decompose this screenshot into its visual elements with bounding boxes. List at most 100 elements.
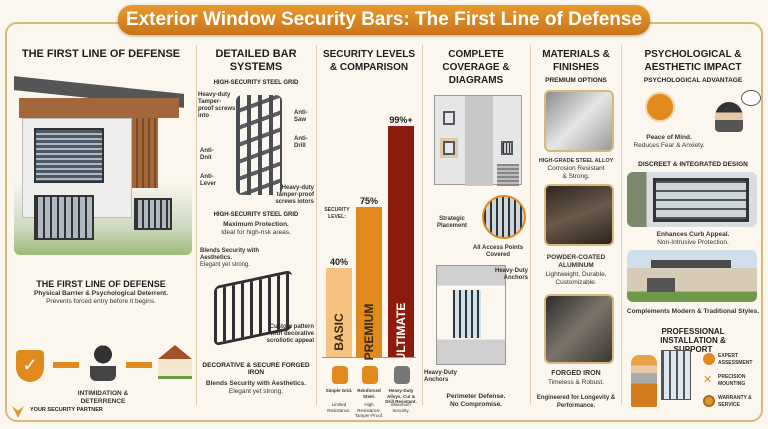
- brand-name: YOUR SECURITY PARTNER: [30, 407, 103, 413]
- panel-coverage: COMPLETE COVERAGE & DIAGRAMS Strategic P…: [424, 40, 528, 408]
- steel-grid-illustration: [236, 95, 282, 195]
- arrow-right-icon: [53, 362, 79, 368]
- section-title: PROFESSIONAL INSTALLATION & SUPPORT: [660, 327, 726, 354]
- steel-alloy-swatch: [544, 90, 614, 152]
- discreet-window-photo: [627, 172, 757, 227]
- level-desc-bold: Simple Grid.: [325, 388, 353, 393]
- panel-materials: MATERIALS & FINISHES PREMIUM OPTIONS HIG…: [532, 40, 620, 409]
- brain-icon: [645, 92, 675, 122]
- panel-heading: DETAILED BAR SYSTEMS: [215, 48, 297, 73]
- section-title: THE FIRST LINE OF DEFENSE: [36, 279, 166, 289]
- caption-bold: Enhances Curb Appeal.: [656, 231, 730, 238]
- callout: Anti-Drill: [294, 136, 308, 149]
- caption-bold: Complements Modern & Traditional Styles.: [626, 308, 760, 315]
- bar-name: ULTIMATE: [394, 302, 408, 362]
- panel-heading: COMPLETE COVERAGE & DIAGRAMS: [442, 49, 510, 86]
- level-desc: High Resistance. Tamper-Proof.: [354, 402, 384, 418]
- panel-heading: THE FIRST LINE OF DEFENSE: [21, 48, 181, 60]
- callout: Heavy-Duty Anchors: [494, 268, 528, 281]
- house-illustration: [14, 70, 192, 255]
- padlock-icon: [362, 366, 378, 384]
- footer-note: Engineered for Longevity & Performance.: [536, 395, 616, 409]
- callout: Elegant yet strong.: [200, 262, 251, 268]
- callout: Strategic Placement: [436, 216, 467, 229]
- material-desc: Timeless & Robust.: [547, 379, 605, 386]
- callout: Blends Security with Aesthetics.: [200, 248, 260, 261]
- bar-value-label: 75%: [359, 196, 378, 206]
- divider: [316, 45, 317, 405]
- flow-label: INTIMIDATION & DETERRENCE: [77, 390, 129, 405]
- panel-heading: MATERIALS & FINISHES: [542, 49, 610, 73]
- panel-security-levels: SECURITY LEVELS & COMPARISON BASIC 40% Sim…: [318, 40, 420, 418]
- level-desc-bold: Reinforced Steel.: [357, 388, 381, 399]
- callout: All Access Points Covered: [472, 245, 524, 258]
- forged-iron-swatch: [544, 294, 614, 364]
- aluminum-swatch: [544, 184, 614, 246]
- warranty-badge-icon: [703, 395, 715, 407]
- tools-icon: ✕: [703, 374, 713, 386]
- material-title: POWDER-COATED ALUMINUM: [546, 254, 606, 269]
- safe-icon: [394, 366, 410, 384]
- security-bar-basic: BASIC: [326, 268, 352, 357]
- section-title: DISCREET & INTEGRATED DESIGN: [638, 161, 748, 168]
- caption-bold: Perimeter Defense.: [446, 393, 506, 400]
- service-label: PRECISION MOUNTING: [718, 374, 746, 387]
- material-desc: Lightweight, Durable, Customizable.: [545, 271, 607, 286]
- caption-title: HIGH-SECURITY STEEL GRID: [213, 212, 299, 218]
- callout: Custom pattern with decorative scrolloti…: [266, 324, 314, 344]
- callout: Heavy-duty Tamper-proof screws into: [198, 92, 236, 119]
- shield-check-icon: ✓: [16, 350, 44, 382]
- security-bar-chart: BASIC 40% Simple Grid. Limited Resistance. P…: [322, 90, 417, 418]
- burglar-icon: [715, 102, 743, 132]
- bar-value-label: 99%+: [389, 115, 413, 125]
- material-desc: Corrosion Resistant & Strong.: [547, 165, 605, 180]
- panel-bar-systems: DETAILED BAR SYSTEMS HIGH-SECURITY STEEL…: [198, 40, 314, 405]
- caption: Non-Intrusive Protection.: [657, 239, 729, 246]
- panel-first-line: THE FIRST LINE OF DEFENSE THE FIRST LINE…: [8, 40, 194, 418]
- security-bar-ultimate: ULTIMATE: [388, 126, 414, 361]
- caption: Reduces Fear & Anxiety.: [633, 142, 705, 149]
- section-title: PSYCHOLOGICAL ADVANTAGE: [643, 77, 743, 84]
- bar-value-label: 40%: [329, 257, 348, 267]
- window-anchor-diagram: [436, 265, 506, 365]
- callout: Heavy-Duty Anchors: [424, 370, 458, 383]
- installer-icon: [631, 355, 657, 407]
- bars-icon: [661, 350, 691, 400]
- divider: [422, 45, 423, 405]
- panel-heading: PSYCHOLOGICAL & AESTHETIC IMPACT: [644, 49, 742, 73]
- house-styles-photo: [627, 250, 757, 302]
- divider: [621, 45, 622, 405]
- bar-name: BASIC: [332, 313, 346, 351]
- caption-bold: No Compromise.: [449, 401, 502, 408]
- service-label: EXPERT ASSESSMENT: [718, 353, 753, 366]
- level-desc-bold: Heavy-Duty Alloys. Cut & Drill Resistant…: [385, 388, 417, 404]
- house-icon: [158, 345, 192, 379]
- callout: Anti-Lever: [200, 174, 217, 187]
- page-title: Exterior Window Security Bars: The First…: [118, 5, 650, 35]
- caption-title: DECORATIVE & SECURE FORGED IRON: [202, 362, 310, 376]
- caption: Ideal for high-risk areas.: [221, 229, 291, 236]
- panel-impact: PSYCHOLOGICAL & AESTHETIC IMPACT PSYCHOL…: [623, 40, 763, 408]
- callout: Heavy-duty tamper-proof screws iotors: [275, 185, 314, 205]
- caption-bold: Maximum Protection.: [223, 221, 289, 228]
- caption-bold: Peace of Mind.: [646, 134, 692, 141]
- material-title: FORGED IRON: [551, 370, 601, 377]
- burglar-icon: [90, 343, 116, 381]
- level-desc: Limited Resistance.: [327, 402, 351, 413]
- level-desc: Maximum Security.: [391, 402, 411, 413]
- caption-bold: Physical Barrier & Psychological Deterre…: [33, 290, 169, 297]
- security-bar-premium: PREMIUM: [356, 207, 382, 360]
- arrow-right-icon: [126, 362, 152, 368]
- divider: [196, 45, 197, 405]
- section-title: HIGH-SECURITY STEEL GRID: [213, 80, 299, 86]
- level-label: SECURITY LEVEL:: [324, 207, 350, 220]
- caption: Prevents forced entry before it begins.: [46, 298, 156, 305]
- padlock-icon: [332, 366, 348, 384]
- caption: Elegant yet strong.: [228, 388, 284, 395]
- service-label: WARRANTY & SERVICE: [718, 395, 752, 408]
- callout: Anti-Dnit: [200, 148, 214, 161]
- section-title: PREMIUM OPTIONS: [545, 77, 607, 84]
- panel-heading: SECURITY LEVELS & COMPARISON: [322, 49, 416, 73]
- expert-icon: [703, 353, 715, 365]
- material-title: HIGH-GRADE STEEL ALLOY: [538, 158, 614, 164]
